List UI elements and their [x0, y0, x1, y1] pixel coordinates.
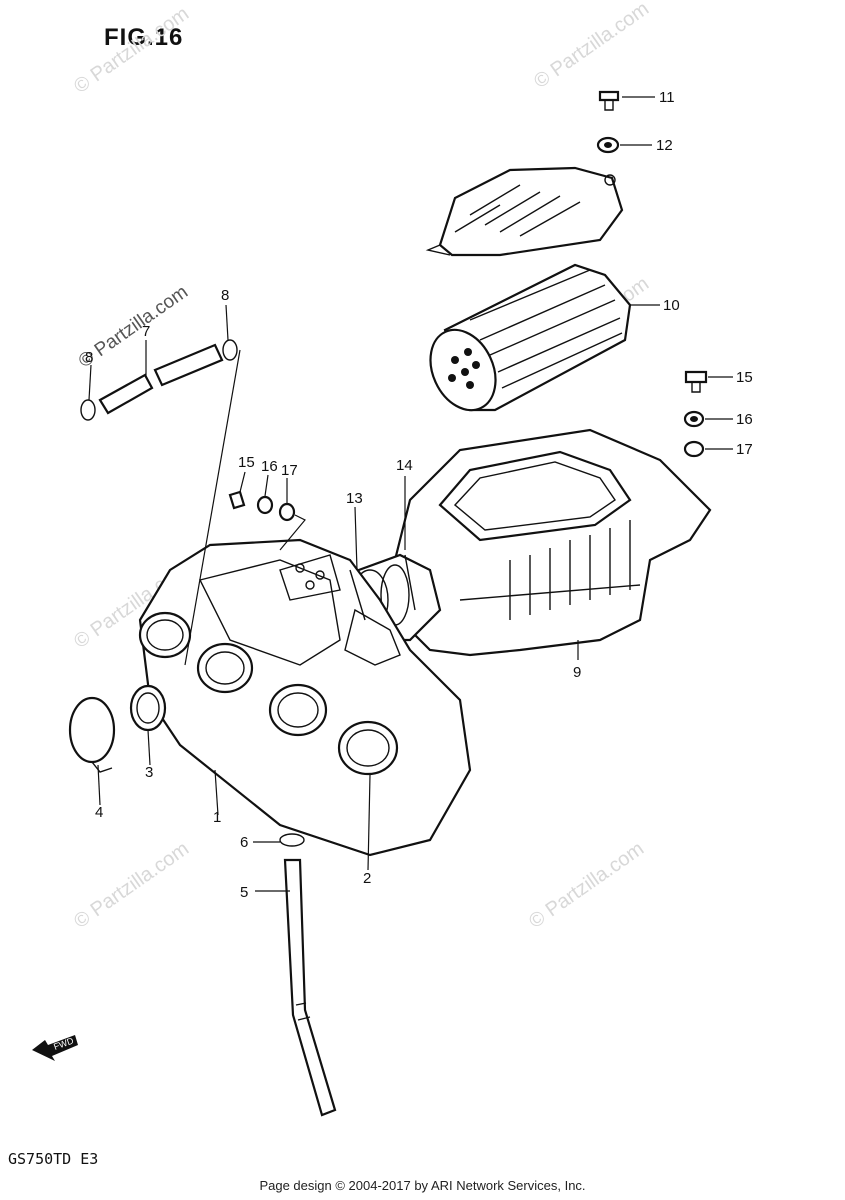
carburetor-boot-1 [138, 611, 192, 659]
callout-17-right: 17 [736, 441, 753, 458]
nut [278, 440, 705, 522]
callout-2: 2 [363, 870, 371, 887]
carburetor-boot-2 [196, 642, 254, 694]
forward-arrow-icon: FWD [32, 1035, 78, 1061]
callout-16-right: 16 [736, 411, 753, 428]
callout-9: 9 [573, 664, 581, 681]
callout-11: 11 [659, 89, 675, 106]
page-footer: Page design © 2004-2017 by ARI Network S… [259, 1178, 586, 1193]
callout-7: 7 [142, 323, 150, 340]
callout-4: 4 [95, 804, 103, 821]
washer [596, 136, 620, 154]
bolt [228, 370, 708, 510]
callout-8-right: 8 [221, 287, 229, 304]
band-clamp [349, 554, 416, 621]
seal-ring [129, 684, 167, 732]
breather-hose-long [153, 343, 224, 387]
callout-1: 1 [213, 809, 221, 826]
callout-8-left: 8 [85, 349, 93, 366]
callout-17-left: 17 [281, 462, 298, 479]
washer-rubber [256, 410, 705, 515]
callout-labels: 1 2 3 4 5 6 7 8 8 9 10 11 12 13 14 15 16… [85, 89, 753, 901]
carburetor-boot-4 [337, 720, 399, 776]
air-cleaner-case [393, 428, 712, 657]
callout-15-right: 15 [736, 369, 753, 386]
air-filter-element [429, 263, 632, 412]
drain-hose-clip [279, 833, 305, 847]
breather-hose-short [98, 373, 154, 415]
air-cleaner-cover [425, 166, 624, 257]
hose-clip [80, 339, 238, 421]
model-code: GS750TD E3 [8, 1150, 99, 1168]
callout-12: 12 [656, 137, 673, 154]
callout-10: 10 [663, 297, 680, 314]
screw [598, 90, 620, 111]
leader-lines [88, 96, 733, 892]
drain-hose [283, 858, 337, 1117]
callout-15-left: 15 [238, 454, 255, 471]
figure-title: FIG.16 [104, 24, 184, 51]
hose-clamp [68, 696, 116, 773]
callout-3: 3 [145, 764, 153, 781]
callout-13: 13 [346, 490, 363, 507]
carburetor-boot-3 [268, 683, 328, 737]
callout-16-left: 16 [261, 458, 278, 475]
callout-5: 5 [240, 884, 248, 901]
callout-14: 14 [396, 457, 413, 474]
callout-6: 6 [240, 834, 248, 851]
